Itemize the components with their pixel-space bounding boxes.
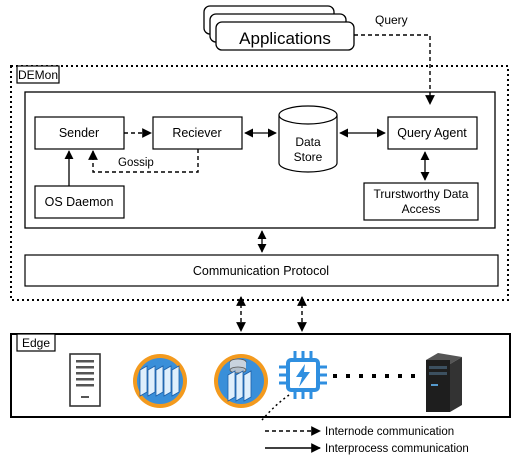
demon-label: DEMon (18, 68, 58, 82)
query-agent-box (387, 116, 478, 150)
data-store-cylinder (278, 105, 338, 173)
trustworthy-label-1: Trurstworthy Data (374, 187, 469, 201)
os-daemon-box (34, 185, 125, 219)
query-label: Query (375, 13, 408, 27)
cluster-blades-icon (133, 354, 187, 408)
data-store-label-2: Store (294, 150, 323, 164)
sender-box (34, 116, 125, 150)
communication-protocol-box (24, 254, 499, 287)
demon-boundary (10, 65, 509, 301)
receiver-label: Reciever (172, 126, 221, 140)
query-agent-label: Query Agent (397, 126, 467, 140)
server-rack-icon (426, 353, 462, 412)
data-store-label-1: Data (295, 135, 321, 149)
legend-interprocess-label: Interprocess communication (325, 443, 469, 455)
components-panel (24, 91, 496, 229)
trustworthy-data-access-box (363, 182, 479, 221)
receiver-box (152, 116, 243, 150)
os-daemon-label: OS Daemon (45, 195, 114, 209)
server-tower-icon (69, 353, 101, 407)
gossip-label: Gossip (118, 157, 154, 169)
legend-internode-label: Internode communication (325, 426, 454, 438)
demon-tag (16, 65, 60, 84)
applications-label: Applications (239, 29, 331, 48)
database-server-icon (214, 354, 268, 408)
edge-label: Edge (22, 336, 50, 350)
sender-label: Sender (59, 126, 99, 140)
legend: Internode communication Interprocess com… (265, 426, 469, 455)
communication-protocol-label: Communication Protocol (193, 264, 329, 278)
edge-tag (16, 333, 56, 352)
applications-stack: Applications (203, 5, 355, 51)
trustworthy-label-2: Access (402, 202, 441, 216)
iot-chip-icon (279, 351, 327, 399)
query-arrow (354, 34, 435, 105)
edge-boundary (10, 333, 511, 418)
